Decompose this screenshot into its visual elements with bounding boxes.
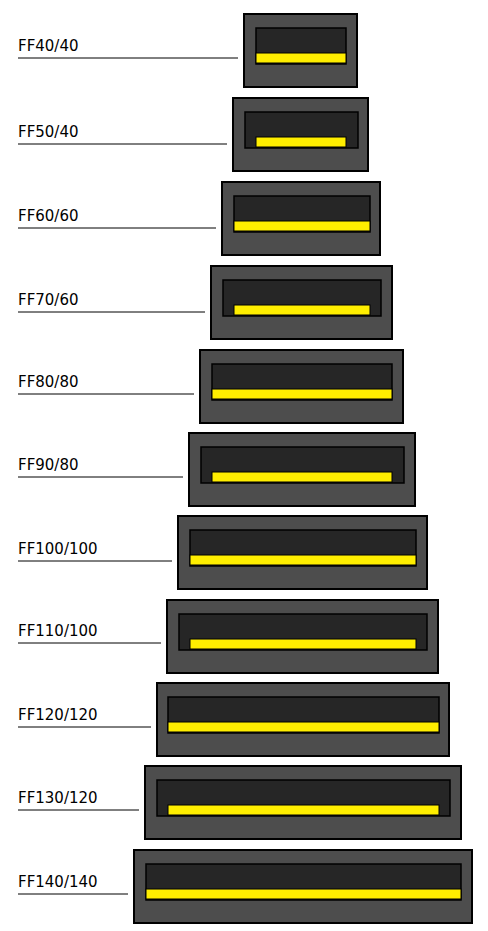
part-label: FF100/100	[17, 540, 99, 558]
yellow-strip	[212, 472, 392, 482]
duct-opening	[256, 28, 346, 64]
duct-opening	[201, 447, 404, 483]
duct-opening	[157, 780, 450, 816]
duct-opening	[212, 364, 392, 400]
part-label: FF40/40	[17, 37, 79, 55]
part-label: FF80/80	[17, 373, 79, 391]
duct-body	[134, 850, 472, 923]
duct-body	[189, 433, 415, 506]
yellow-strip	[234, 305, 370, 315]
duct-body	[222, 182, 380, 255]
leader-line	[18, 394, 194, 395]
yellow-strip	[256, 137, 346, 147]
leader-line	[18, 228, 216, 229]
leader-line	[18, 312, 205, 313]
leader-line	[18, 894, 128, 895]
duct-opening	[234, 196, 370, 232]
duct-body	[233, 98, 368, 171]
yellow-strip	[168, 805, 439, 815]
yellow-strip	[190, 639, 416, 649]
leader-line	[18, 810, 139, 811]
duct-body	[178, 516, 427, 589]
part-label: FF130/120	[17, 789, 99, 807]
leader-line	[18, 643, 161, 644]
duct-body	[200, 350, 403, 423]
yellow-strip	[168, 722, 439, 732]
duct-opening	[179, 614, 427, 650]
leader-line	[18, 727, 151, 728]
duct-body	[157, 683, 449, 756]
duct-body	[211, 266, 392, 339]
part-label: FF70/60	[17, 291, 79, 309]
part-label: FF90/80	[17, 456, 79, 474]
yellow-strip	[212, 389, 392, 399]
yellow-strip	[234, 221, 370, 231]
yellow-strip	[190, 555, 416, 565]
duct-opening	[146, 864, 461, 900]
part-label: FF50/40	[17, 123, 79, 141]
part-label: FF110/100	[17, 622, 99, 640]
duct-opening	[190, 530, 416, 566]
part-label: FF120/120	[17, 706, 99, 724]
part-label: FF140/140	[17, 873, 99, 891]
duct-opening	[245, 112, 358, 148]
duct-body	[244, 14, 357, 87]
duct-body	[145, 766, 461, 839]
leader-line	[18, 144, 227, 145]
yellow-strip	[256, 53, 346, 63]
yellow-strip	[146, 889, 461, 899]
leader-line	[18, 561, 172, 562]
leader-line	[18, 477, 183, 478]
duct-opening	[223, 280, 381, 316]
duct-opening	[168, 697, 439, 733]
part-label: FF60/60	[17, 207, 79, 225]
duct-body	[167, 600, 438, 673]
leader-line	[18, 58, 238, 59]
